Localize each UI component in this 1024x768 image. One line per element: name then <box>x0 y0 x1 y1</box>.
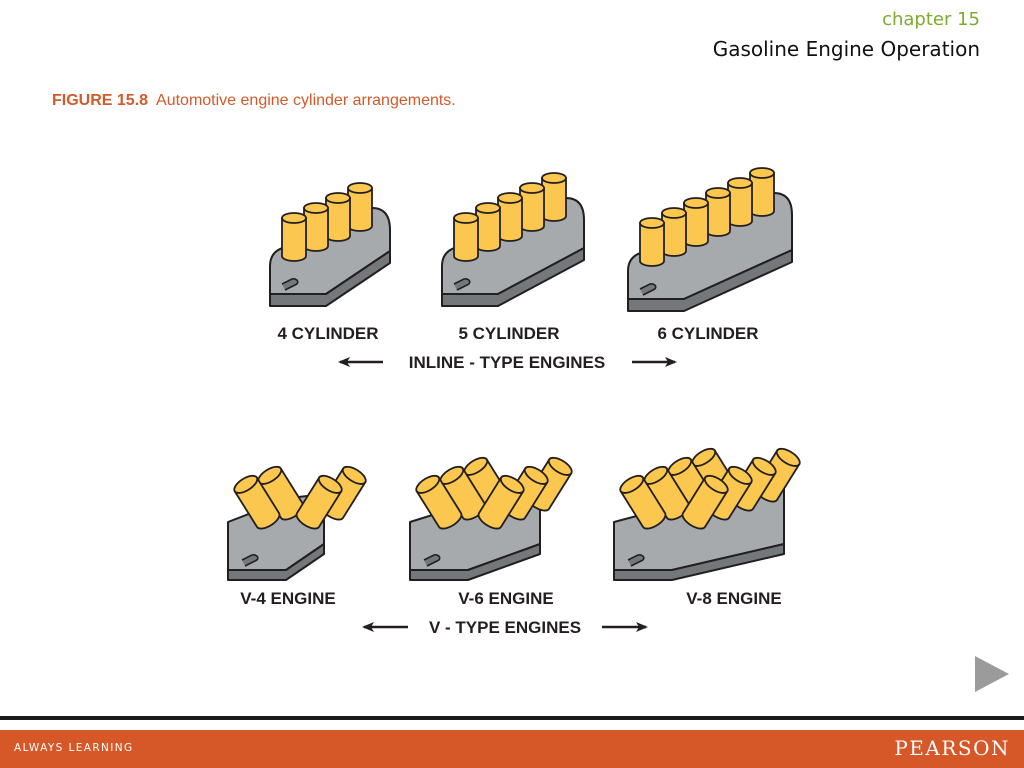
inline-4-cylinder-engine <box>269 182 391 307</box>
cylinder <box>661 207 687 257</box>
cylinder <box>453 212 479 262</box>
inline-5-cylinder-label: 5 CYLINDER <box>458 324 559 343</box>
cylinder <box>705 187 731 237</box>
v6-engine <box>409 456 573 581</box>
footer-divider <box>0 716 1024 720</box>
cylinder <box>497 192 523 242</box>
figure-caption-text: Automotive engine cylinder arrangements. <box>156 92 456 109</box>
chapter-label: chapter 15 <box>882 9 980 30</box>
cylinder <box>639 217 665 267</box>
v-group-label: V - TYPE ENGINES <box>429 618 581 637</box>
cylinder <box>541 172 567 222</box>
cylinder <box>281 212 307 262</box>
cylinder <box>749 167 775 217</box>
inline-group-indicator: INLINE - TYPE ENGINES <box>338 353 677 372</box>
cylinder <box>727 177 753 227</box>
footer-bar: ALWAYS LEARNING PEARSON <box>0 730 1024 768</box>
publisher-logo: PEARSON <box>894 736 1010 760</box>
v8-engine-label: V-8 ENGINE <box>686 589 781 608</box>
play-triangle-icon <box>975 656 1009 692</box>
engine-arrangements-diagram: 4 CYLINDER 5 CYLINDER 6 CYLINDER INLINE … <box>227 167 801 637</box>
footer-tagline: ALWAYS LEARNING <box>14 742 134 754</box>
cylinder <box>681 474 729 530</box>
v6-engine-label: V-6 ENGINE <box>458 589 553 608</box>
cylinder <box>295 474 343 530</box>
slide-title: Gasoline Engine Operation <box>712 37 980 61</box>
figure-caption: FIGURE 15.8 Automotive engine cylinder ar… <box>52 92 456 110</box>
v4-engine-label: V-4 ENGINE <box>240 589 335 608</box>
cylinder <box>325 192 351 242</box>
inline-6-cylinder-label: 6 CYLINDER <box>657 324 758 343</box>
inline-group-label: INLINE - TYPE ENGINES <box>409 353 605 372</box>
figure-number: FIGURE 15.8 <box>52 92 149 109</box>
cylinder <box>475 202 501 252</box>
v4-engine <box>227 465 367 581</box>
next-slide-button[interactable] <box>972 654 1012 694</box>
inline-4-cylinder-label: 4 CYLINDER <box>277 324 378 343</box>
v-group-indicator: V - TYPE ENGINES <box>362 618 648 637</box>
cylinder <box>233 474 281 530</box>
cylinder <box>619 474 667 530</box>
inline-5-cylinder-engine <box>441 172 585 307</box>
cylinder <box>519 182 545 232</box>
cylinder <box>303 202 329 252</box>
cylinder <box>415 474 463 530</box>
v8-engine <box>613 447 801 581</box>
cylinder <box>683 197 709 247</box>
cylinder <box>347 182 373 232</box>
inline-6-cylinder-engine <box>627 167 793 312</box>
cylinder <box>477 474 525 530</box>
